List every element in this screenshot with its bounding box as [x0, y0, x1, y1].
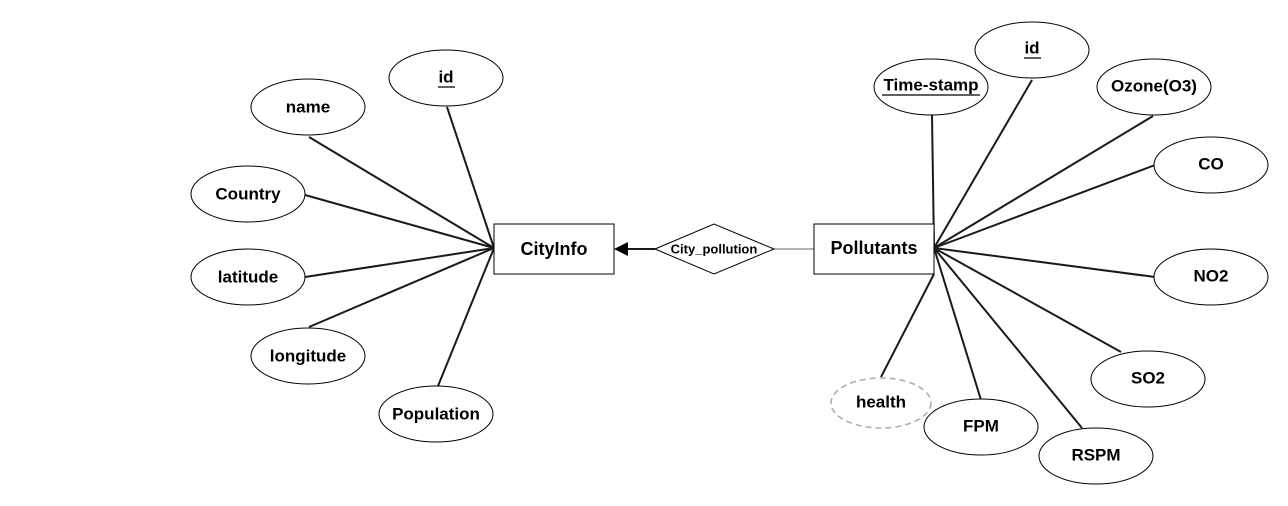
- attribute-cityinfo-name[interactable]: name: [250, 78, 366, 136]
- attribute-cityinfo-longitude[interactable]: longitude: [250, 327, 366, 385]
- attribute-pollutants-health-label: health: [856, 393, 906, 412]
- entity-cityinfo[interactable]: CityInfo: [493, 223, 615, 275]
- attribute-pollutants-co[interactable]: CO: [1153, 136, 1269, 194]
- connector-cityinfo-population: [437, 247, 495, 387]
- connector-cityinfo-id: [446, 106, 495, 249]
- relationship-city-pollution-label: City_pollution: [671, 242, 758, 257]
- connector-pollutants-ozone: [933, 115, 1154, 249]
- attribute-pollutants-no2-label: NO2: [1194, 267, 1229, 286]
- attribute-cityinfo-id-label: id: [438, 68, 453, 87]
- connector-pollutants-rspm: [933, 247, 1083, 429]
- attribute-pollutants-id-label: id: [1024, 39, 1039, 58]
- attribute-pollutants-rspm[interactable]: RSPM: [1038, 427, 1154, 485]
- connector-pollutants-so2: [933, 247, 1122, 353]
- connector-pollutants-id: [933, 79, 1033, 249]
- entity-pollutants-label: Pollutants: [830, 238, 917, 258]
- attribute-cityinfo-population-label: Population: [392, 405, 480, 424]
- connector-pollutants-co: [933, 164, 1156, 249]
- connector-pollutants-fpm: [933, 247, 982, 401]
- attribute-cityinfo-country-label: Country: [215, 185, 281, 204]
- connector-cityinfo-name: [308, 136, 495, 249]
- attribute-pollutants-fpm[interactable]: FPM: [923, 398, 1039, 456]
- attribute-cityinfo-longitude-label: longitude: [270, 347, 346, 366]
- relationship-city-pollution[interactable]: City_pollution: [653, 223, 776, 275]
- attribute-cityinfo-name-label: name: [286, 98, 330, 117]
- attribute-pollutants-ozone-label: Ozone(O3): [1111, 77, 1197, 96]
- connector-cityinfo-longitude: [308, 247, 495, 328]
- connector-cityinfo-latitude: [304, 247, 495, 278]
- attribute-pollutants-co-label: CO: [1198, 155, 1224, 174]
- attribute-pollutants-so2-label: SO2: [1131, 369, 1165, 388]
- attribute-pollutants-no2[interactable]: NO2: [1153, 248, 1269, 306]
- entity-pollutants[interactable]: Pollutants: [813, 223, 935, 275]
- attribute-cityinfo-latitude[interactable]: latitude: [190, 248, 306, 306]
- arrowhead-icon: [614, 242, 628, 256]
- attribute-cityinfo-population[interactable]: Population: [378, 385, 494, 443]
- attribute-pollutants-rspm-label: RSPM: [1071, 446, 1120, 465]
- connector-pollutants-health: [880, 273, 935, 378]
- attribute-pollutants-time-stamp-label: Time-stamp: [883, 76, 978, 95]
- entity-cityinfo-label: CityInfo: [521, 239, 588, 259]
- attribute-cityinfo-id[interactable]: id: [388, 49, 504, 107]
- attribute-pollutants-fpm-label: FPM: [963, 417, 999, 436]
- attribute-pollutants-ozone[interactable]: Ozone(O3): [1096, 58, 1212, 116]
- connector-pollutants-no2: [933, 247, 1156, 278]
- attribute-cityinfo-latitude-label: latitude: [218, 268, 278, 287]
- connector-cityinfo-country: [304, 194, 495, 249]
- attribute-cityinfo-country[interactable]: Country: [190, 165, 306, 223]
- attribute-pollutants-id[interactable]: id: [974, 21, 1090, 79]
- attribute-pollutants-time-stamp[interactable]: Time-stamp: [873, 58, 989, 116]
- attribute-pollutants-health[interactable]: health: [830, 377, 932, 429]
- attribute-pollutants-so2[interactable]: SO2: [1090, 350, 1206, 408]
